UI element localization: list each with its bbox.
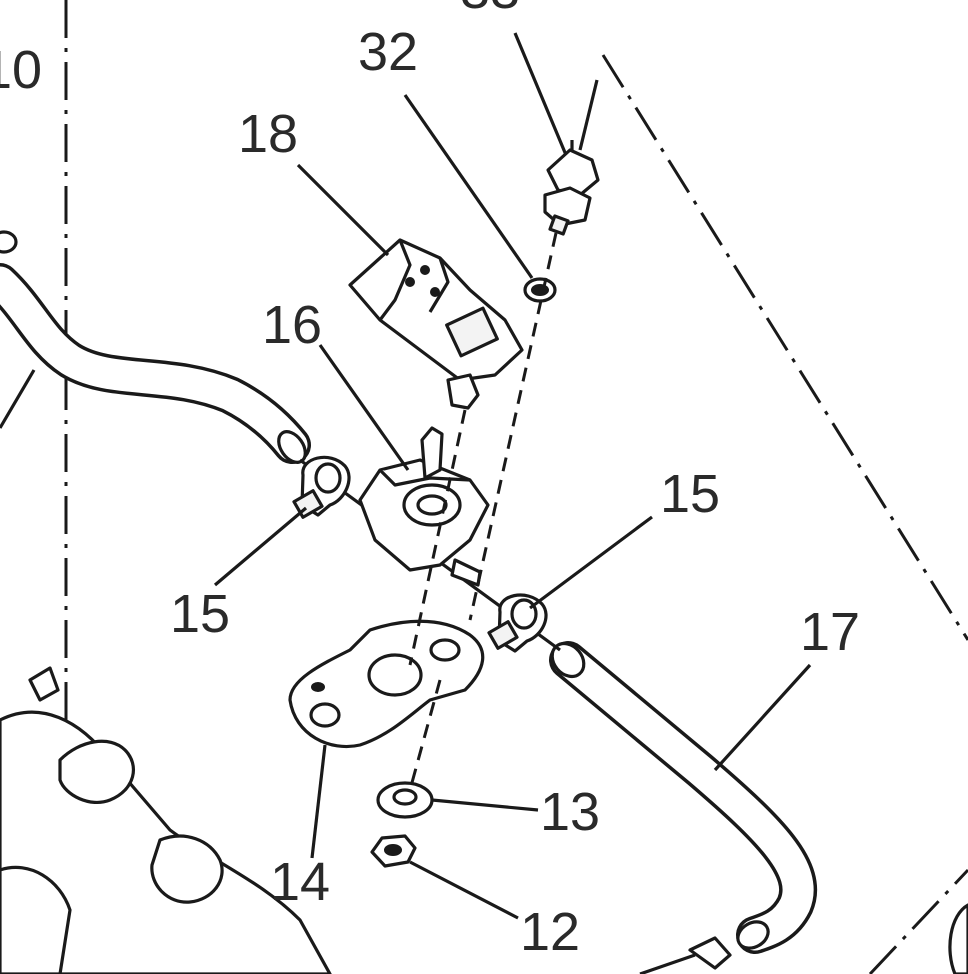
callout-18: 18 (238, 104, 298, 164)
component-13 (376, 781, 434, 819)
component-18 (348, 238, 524, 410)
callout-15-right: 15 (660, 464, 720, 524)
component-16 (358, 426, 490, 587)
component-14 (288, 619, 485, 749)
component-32 (523, 277, 557, 303)
component-12 (370, 834, 417, 868)
clamp-15-left (292, 455, 351, 519)
callout-32: 32 (358, 22, 418, 82)
fitting-ring-icon (0, 230, 18, 254)
hose-17 (549, 641, 818, 954)
component-33 (543, 140, 600, 236)
right-boundary-line (601, 54, 968, 641)
bottom-right-fragment (639, 868, 968, 974)
callout-17: 17 (800, 602, 860, 662)
callout-12: 12 (520, 902, 580, 962)
callout-10: 10 (0, 40, 42, 100)
callout-33: 33 (460, 0, 520, 20)
callout-14: 14 (270, 852, 330, 912)
callout-13: 13 (540, 782, 600, 842)
callout-16: 16 (262, 295, 322, 355)
engine-casting (0, 666, 332, 974)
callout-15-left: 15 (170, 584, 230, 644)
